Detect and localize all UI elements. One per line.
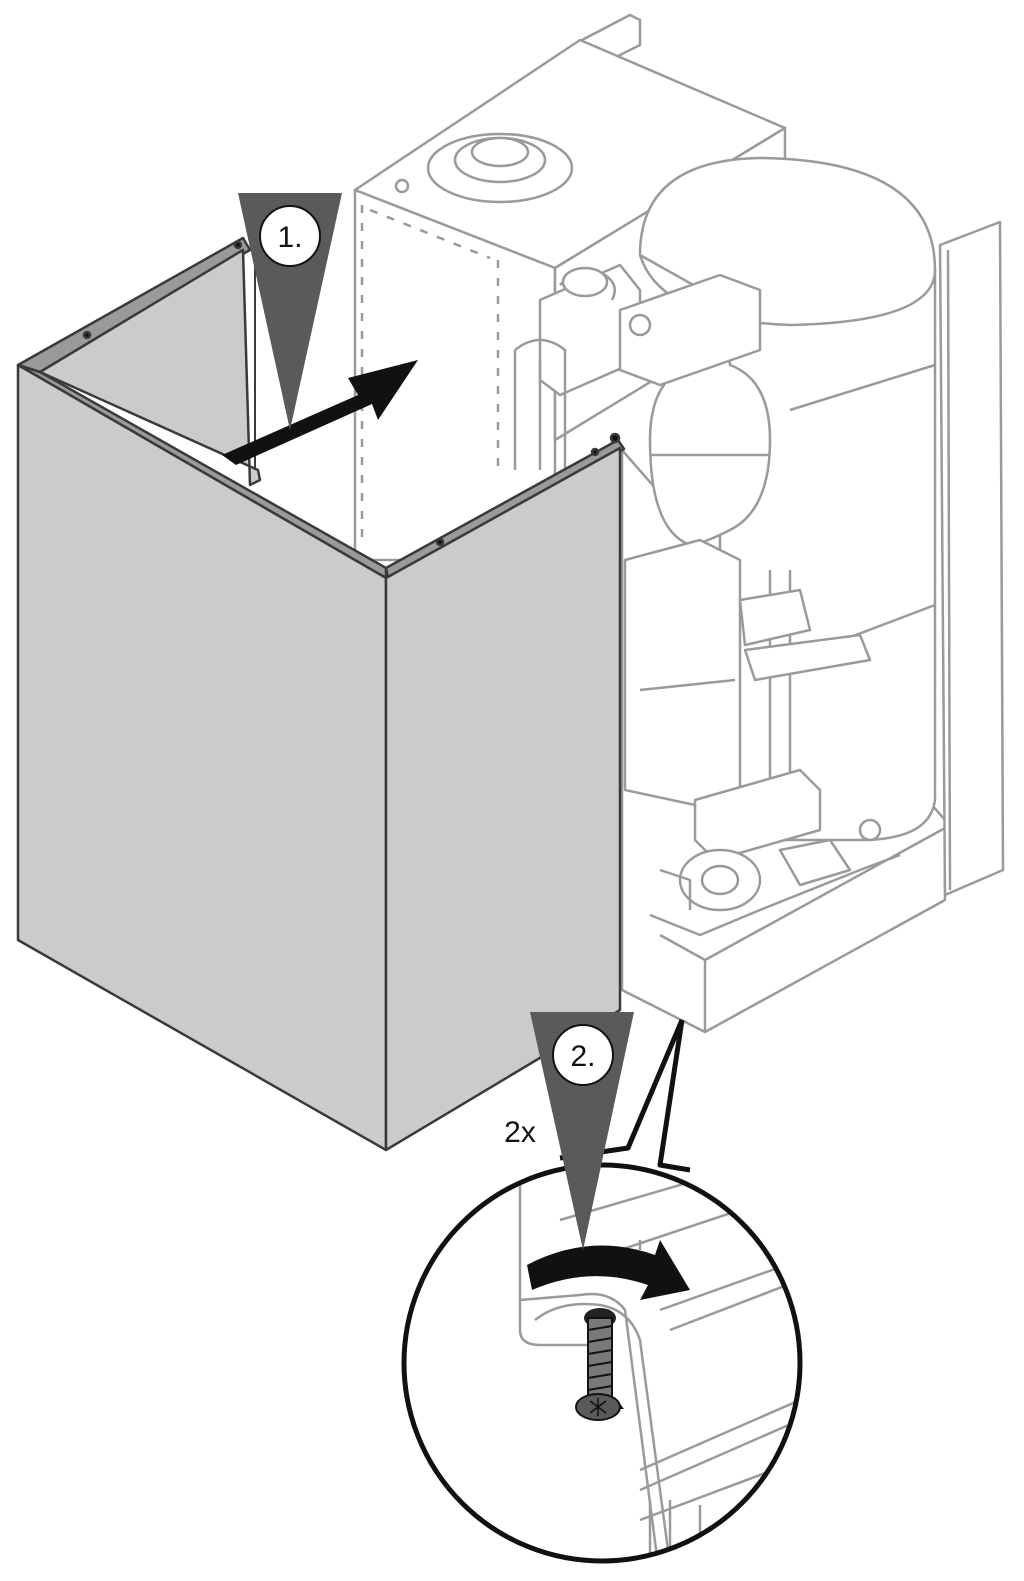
panel-right-face [384,446,622,1152]
insert-arrow-icon [222,360,418,465]
step-1-label: 1. [277,221,302,254]
panel-left-face [16,363,388,1152]
step-2-label: 2. [570,1040,595,1073]
step-marker-icon [530,1012,634,1250]
turn-arrow-icon [527,1240,690,1300]
panel-top-rim-right [384,438,626,580]
step-marker-icon [238,193,342,430]
appliance-unit [353,13,1005,1034]
panel-inner-wall [38,248,262,487]
screw-icon [575,1308,625,1421]
front-cover-panel [16,236,626,1152]
quantity-label: 2x [504,1116,536,1149]
